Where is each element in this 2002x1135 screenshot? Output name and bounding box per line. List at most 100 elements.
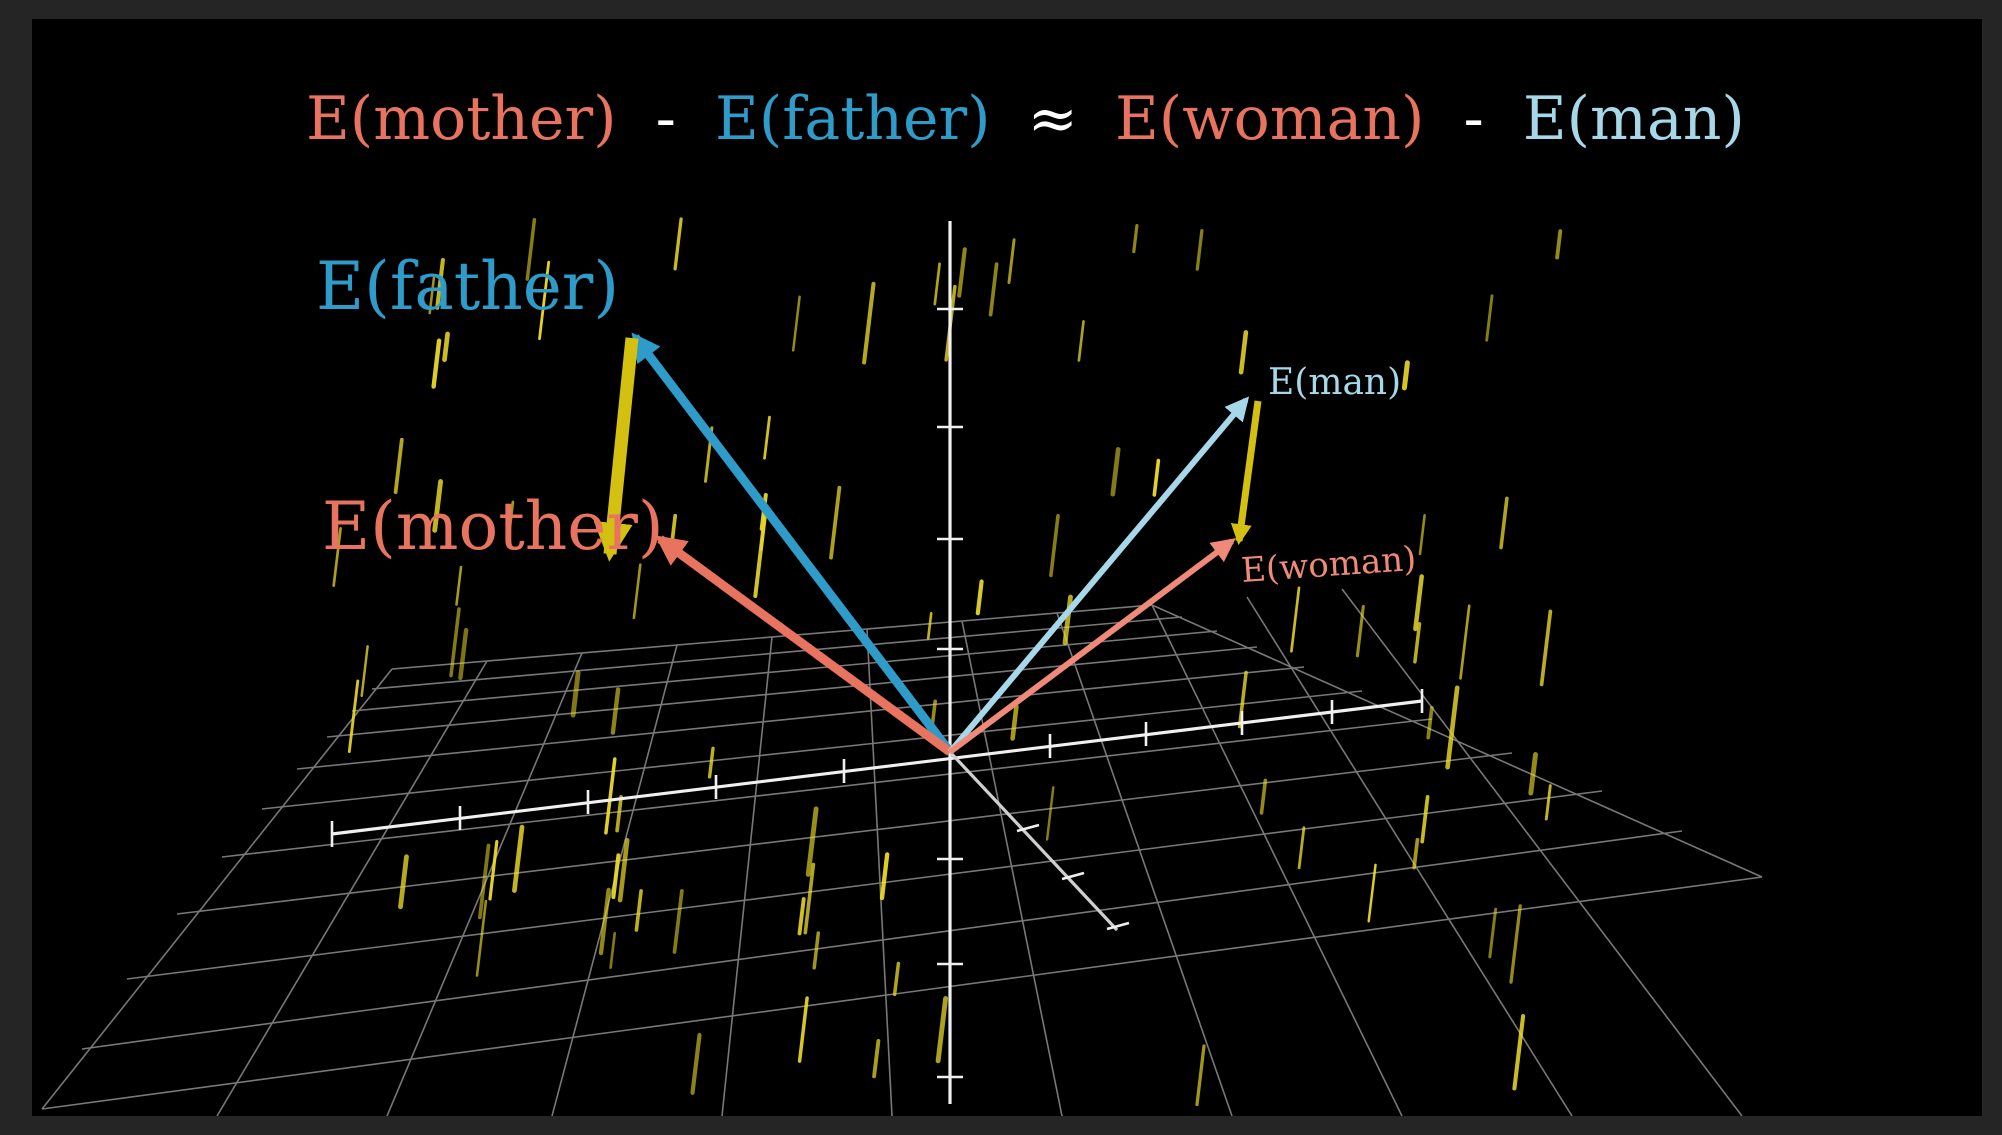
equation-mother: E(mother) [306,84,617,154]
rain-streak [1413,622,1422,664]
equation-father: E(father) [715,84,991,154]
rain-streak [598,887,611,956]
rain-streak [449,607,461,678]
z-axis [948,750,1119,932]
embedding-vectors [593,332,1262,756]
rain-streak [398,854,409,910]
equation-approx: ≈ [1028,84,1078,154]
rain-streak [347,679,360,754]
rain-streak [1367,863,1377,923]
rain-streak [393,437,404,495]
rain-streak [1110,447,1121,497]
rain-streak [488,839,499,901]
rain-streak [1045,786,1055,841]
rain-streak [1509,904,1522,984]
equation: E(mother) - E(father) ≈ E(woman) - E(man… [306,84,1745,154]
equation-minus: - [1463,84,1483,154]
rain-streak [1512,1014,1526,1091]
rain-streak [1412,837,1420,870]
rain-streak [1555,229,1563,260]
rain-streak [1132,224,1139,254]
rain-streak [611,853,621,900]
rain-streak [935,996,949,1064]
rain-streak [475,899,488,977]
man-label: E(man) [1268,362,1401,403]
perspective-grid [41,588,1763,1116]
rain-streak [1413,574,1424,632]
rain-streak [455,565,463,606]
rain-streak [1539,609,1553,687]
rain-streak [538,260,551,341]
rain-streak [926,611,933,640]
rain-streak [604,757,617,835]
mother-arrow-icon [655,535,953,756]
father-arrow-icon [631,332,954,755]
rain-streak [1459,604,1471,680]
rain-streak [672,889,684,954]
rain-streak [763,415,771,460]
rain-streak [805,806,819,877]
rain-streak [892,961,901,997]
rain-streak [673,217,683,271]
rain-streak [1355,605,1365,658]
rain-streak [803,862,816,935]
rain-streak [507,500,515,535]
rain-streak [753,515,767,598]
mother-label: E(mother) [322,488,664,565]
rain-streak [988,262,999,317]
rain-streak [933,262,941,306]
rain-streak [1062,594,1073,646]
equation-minus: - [656,84,676,154]
rain-streak [609,931,617,969]
rain-streak [797,996,809,1063]
rain-streak [1488,907,1498,959]
equation-man: E(man) [1523,84,1745,154]
rain-streak [1238,330,1249,375]
rain-streak [525,218,537,281]
rain-streak [1445,685,1460,770]
rain-streak [1290,586,1301,653]
rain-streak [1077,320,1085,362]
rain-streak [1485,294,1494,342]
rain-streak [360,645,369,698]
rain-streak [634,889,643,932]
rain-streak [1499,496,1509,550]
coordinate-axes [330,221,1424,1104]
man-arrow-icon [947,396,1250,754]
rain-streak [1420,795,1430,844]
rain-streak [879,852,890,901]
rain-streak [872,1038,881,1079]
rain-streak [1528,752,1538,796]
rain-streak [1007,238,1016,284]
rain-streak [829,485,842,560]
rain-streak [428,276,436,315]
man-to-woman-difference-arrow [1230,400,1262,546]
video-frame: E(mother) - E(father) ≈ E(woman) - E(man… [32,19,1982,1116]
rain-streak [458,627,469,681]
rain-streak [690,1032,702,1095]
rain-streak [615,795,623,833]
rain-streak [1259,778,1268,815]
woman-arrow-icon [948,538,1236,755]
rain-streak [1152,458,1161,497]
woman-label: E(woman) [1240,539,1418,591]
rain-streak [812,931,821,970]
rain-streak [617,837,630,903]
rain-streak [1195,1044,1206,1107]
rain-streak [1049,513,1060,578]
rain-streak [431,338,442,389]
rain-streak [570,670,581,718]
rain-streak [435,257,445,310]
rain-streak [797,897,806,936]
father-to-mother-difference-arrow [593,337,639,562]
father-label: E(father) [316,248,619,325]
rain-streak [1418,513,1426,556]
rain-streak [477,843,491,920]
rain-streak [1401,360,1410,391]
rain-streak [791,295,801,352]
rain-streak [512,824,525,893]
rain-streak [957,247,967,298]
equation-woman: E(woman) [1115,84,1424,154]
rain-streak [632,563,642,620]
rain-streak [1544,784,1552,821]
